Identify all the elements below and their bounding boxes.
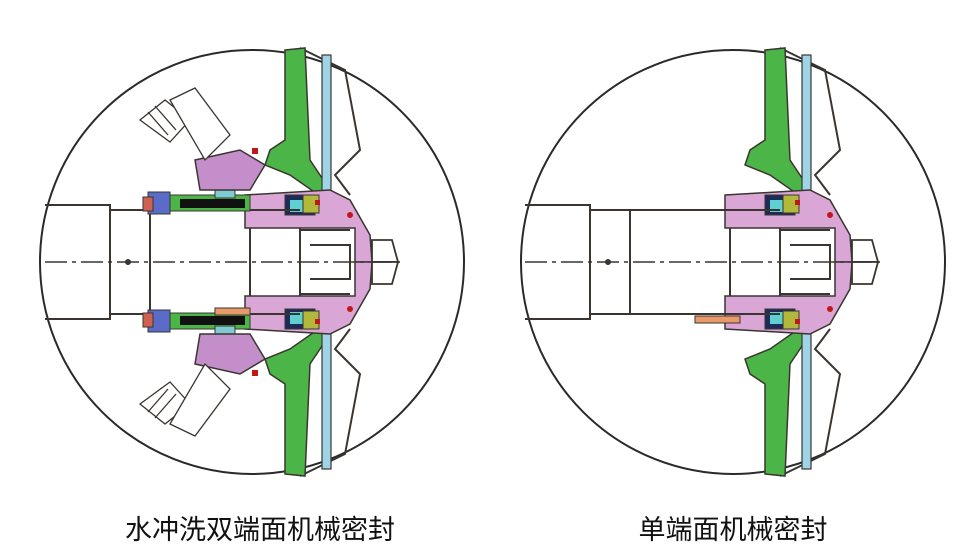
single-seal-diagram [520,47,946,477]
single-seal-caption: 单端面机械密封 [638,515,828,546]
double-seal-caption: 水冲洗双端面机械密封 [125,515,395,546]
double-seal-diagram [39,47,465,477]
